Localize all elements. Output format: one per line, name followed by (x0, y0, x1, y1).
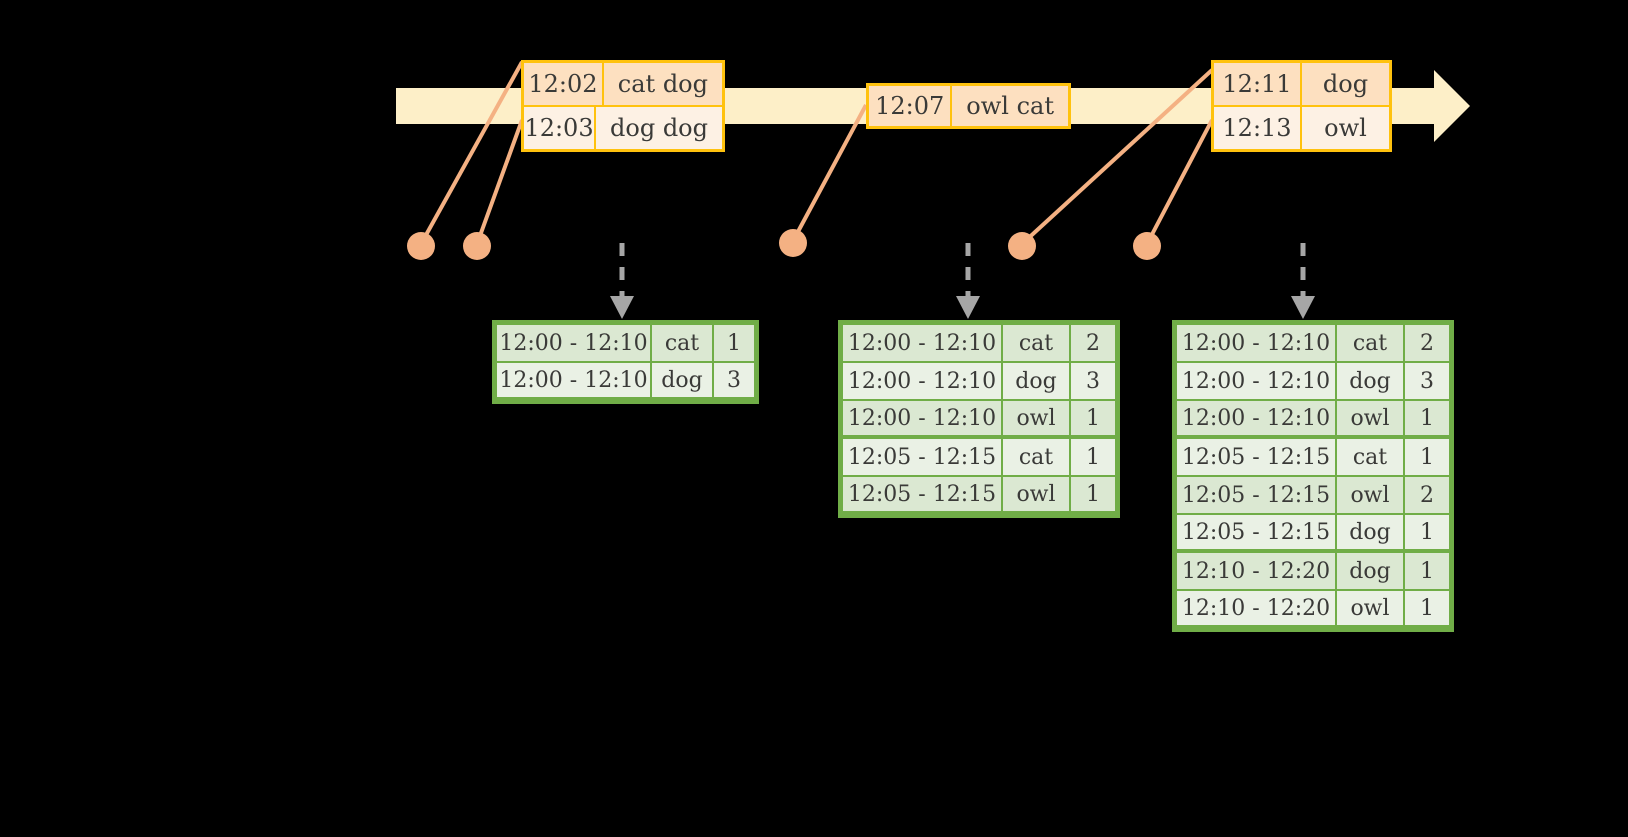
event-dot-4 (1008, 232, 1036, 260)
event-time: 12:07 (869, 86, 953, 126)
count-cell: 1 (713, 324, 755, 362)
word-cell: dog (651, 362, 713, 400)
window-cell: 12:10 - 12:20 (1176, 552, 1336, 590)
event-words: dog dog (596, 107, 722, 149)
event-words: dog (1302, 63, 1389, 105)
event-row: 12:13 owl (1214, 105, 1389, 149)
event-row: 12:11 dog (1214, 63, 1389, 105)
event-time: 12:03 (524, 107, 597, 149)
event-dot-5 (1133, 232, 1161, 260)
timeline-arrowhead (1434, 70, 1470, 142)
event-row: 12:07 owl cat (869, 86, 1068, 126)
window-cell: 12:05 - 12:15 (1176, 476, 1336, 514)
event-row: 12:03 dog dog (524, 105, 722, 149)
window-cell: 12:05 - 12:15 (842, 438, 1002, 476)
window-cell: 12:05 - 12:15 (1176, 514, 1336, 552)
word-cell: dog (1336, 362, 1404, 400)
word-cell: owl (1002, 476, 1070, 514)
count-cell: 1 (1404, 590, 1450, 628)
word-cell: cat (1002, 324, 1070, 362)
word-cell: owl (1336, 400, 1404, 438)
window-cell: 12:00 - 12:10 (1176, 400, 1336, 438)
window-cell: 12:05 - 12:15 (842, 476, 1002, 514)
count-cell: 2 (1070, 324, 1116, 362)
window-cell: 12:00 - 12:10 (842, 400, 1002, 438)
count-cell: 1 (1404, 400, 1450, 438)
count-cell: 1 (1404, 514, 1450, 552)
window-cell: 12:00 - 12:10 (496, 324, 651, 362)
window-cell: 12:05 - 12:15 (1176, 438, 1336, 476)
count-cell: 1 (1070, 476, 1116, 514)
event-group-3[interactable]: 12:11 dog 12:13 owl (1211, 60, 1392, 152)
event-words: cat dog (603, 63, 722, 105)
word-cell: owl (1336, 476, 1404, 514)
count-cell: 1 (1404, 438, 1450, 476)
window-cell: 12:00 - 12:10 (842, 324, 1002, 362)
count-cell: 1 (1070, 400, 1116, 438)
word-cell: dog (1336, 552, 1404, 590)
window-cell: 12:00 - 12:10 (842, 362, 1002, 400)
event-time: 12:11 (1214, 63, 1302, 105)
word-cell: dog (1336, 514, 1404, 552)
count-cell: 2 (1404, 476, 1450, 514)
event-group-1[interactable]: 12:02 cat dog 12:03 dog dog (521, 60, 725, 152)
word-cell: cat (1002, 438, 1070, 476)
count-cell: 3 (1070, 362, 1116, 400)
event-time: 12:13 (1214, 107, 1302, 149)
event-words: owl (1302, 107, 1389, 149)
event-words: owl cat (952, 86, 1068, 126)
window-cell: 12:00 - 12:10 (1176, 324, 1336, 362)
event-dot-1 (407, 232, 435, 260)
word-cell: dog (1002, 362, 1070, 400)
event-time: 12:02 (524, 63, 604, 105)
event-dot-2 (463, 232, 491, 260)
count-cell: 3 (1404, 362, 1450, 400)
count-cell: 1 (1404, 552, 1450, 590)
event-dot-3 (779, 229, 807, 257)
window-cell: 12:10 - 12:20 (1176, 590, 1336, 628)
event-row: 12:02 cat dog (524, 63, 722, 105)
word-cell: cat (1336, 324, 1404, 362)
window-cell: 12:00 - 12:10 (496, 362, 651, 400)
count-cell: 2 (1404, 324, 1450, 362)
word-cell: owl (1336, 590, 1404, 628)
count-cell: 3 (713, 362, 755, 400)
word-cell: cat (1336, 438, 1404, 476)
event-group-2[interactable]: 12:07 owl cat (866, 83, 1071, 129)
window-cell: 12:00 - 12:10 (1176, 362, 1336, 400)
count-cell: 1 (1070, 438, 1116, 476)
word-cell: cat (651, 324, 713, 362)
word-cell: owl (1002, 400, 1070, 438)
